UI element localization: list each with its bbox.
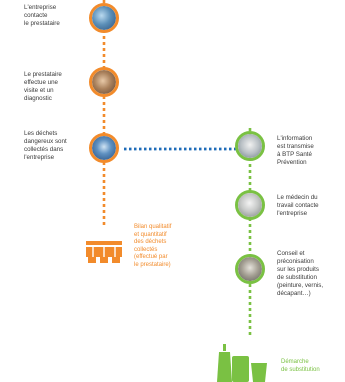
- step-label: Le médecin du travail contacte l'entrepr…: [277, 194, 319, 217]
- doctor-photo-icon: [235, 190, 265, 220]
- step-waste-collected: Les déchets dangereux sont collectés dan…: [24, 130, 67, 162]
- step-label: L'entreprise contacte le prestataire: [24, 4, 60, 27]
- step-provider-visit: Le prestataire effectue une visite et un…: [24, 71, 62, 103]
- waste-assessment-note: Bilan qualitatif et quantitatif des déch…: [134, 224, 172, 268]
- step-doctor-contacts: Le médecin du travail contacte l'entrepr…: [277, 194, 319, 218]
- waste-collection-photo-icon: [89, 133, 119, 163]
- step-substitution-advice: Conseil et préconisation sur les produit…: [277, 250, 323, 298]
- visit-photo-icon: [89, 67, 119, 97]
- substitution-approach-note: Démarche de substitution: [281, 359, 320, 373]
- pallet-icon: [86, 241, 122, 263]
- information-photo-icon: [235, 131, 265, 161]
- containers-icon: [217, 344, 267, 382]
- step-label: Le prestataire effectue une visite et un…: [24, 71, 62, 102]
- company-photo-icon: [89, 3, 119, 33]
- advice-photo-icon: [235, 254, 265, 284]
- step-information-transmitted: L'information est transmise à BTP Santé …: [277, 135, 314, 167]
- step-label: Les déchets dangereux sont collectés dan…: [24, 130, 67, 161]
- step-company-contacts: L'entreprise contacte le prestataire: [24, 4, 60, 28]
- step-label: Conseil et préconisation sur les produit…: [277, 250, 324, 297]
- step-label: L'information est transmise à BTP Santé …: [277, 135, 314, 166]
